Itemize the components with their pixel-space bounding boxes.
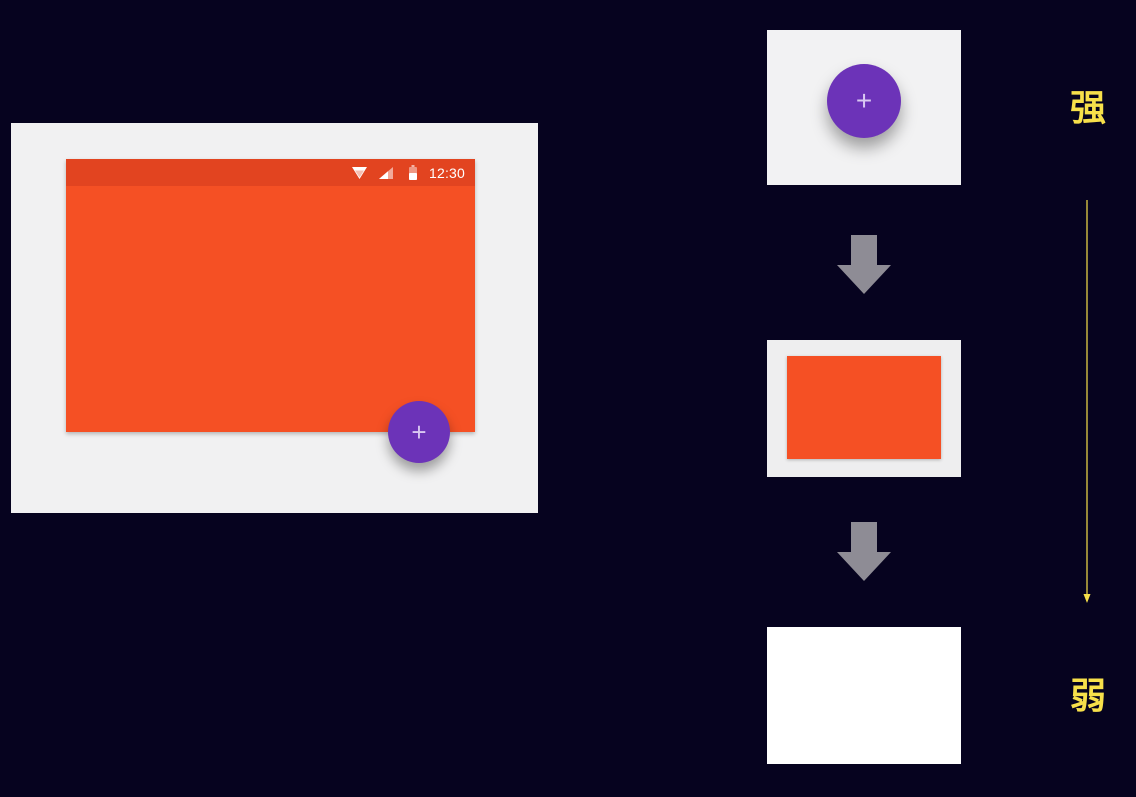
plus-icon: + <box>855 85 873 116</box>
status-bar: 12:30 <box>66 159 475 186</box>
floating-action-button-small: + <box>827 64 901 138</box>
app-screen: 12:30 <box>66 159 475 432</box>
level-card-panel <box>767 340 961 477</box>
signal-icon <box>379 167 393 179</box>
level-fab-panel: + <box>767 30 961 185</box>
down-arrow-icon <box>837 235 891 294</box>
scale-arrow-icon <box>1083 200 1091 603</box>
wifi-icon <box>352 167 367 179</box>
card-sample <box>787 356 941 459</box>
weak-label: 弱 <box>1069 675 1106 716</box>
strong-label: 强 <box>1069 87 1106 128</box>
status-time: 12:30 <box>429 165 466 181</box>
floating-action-button[interactable]: + <box>388 401 450 463</box>
down-arrow-icon <box>837 522 891 581</box>
plus-icon: + <box>411 416 427 447</box>
level-background-panel <box>767 627 961 764</box>
battery-icon <box>409 165 417 180</box>
